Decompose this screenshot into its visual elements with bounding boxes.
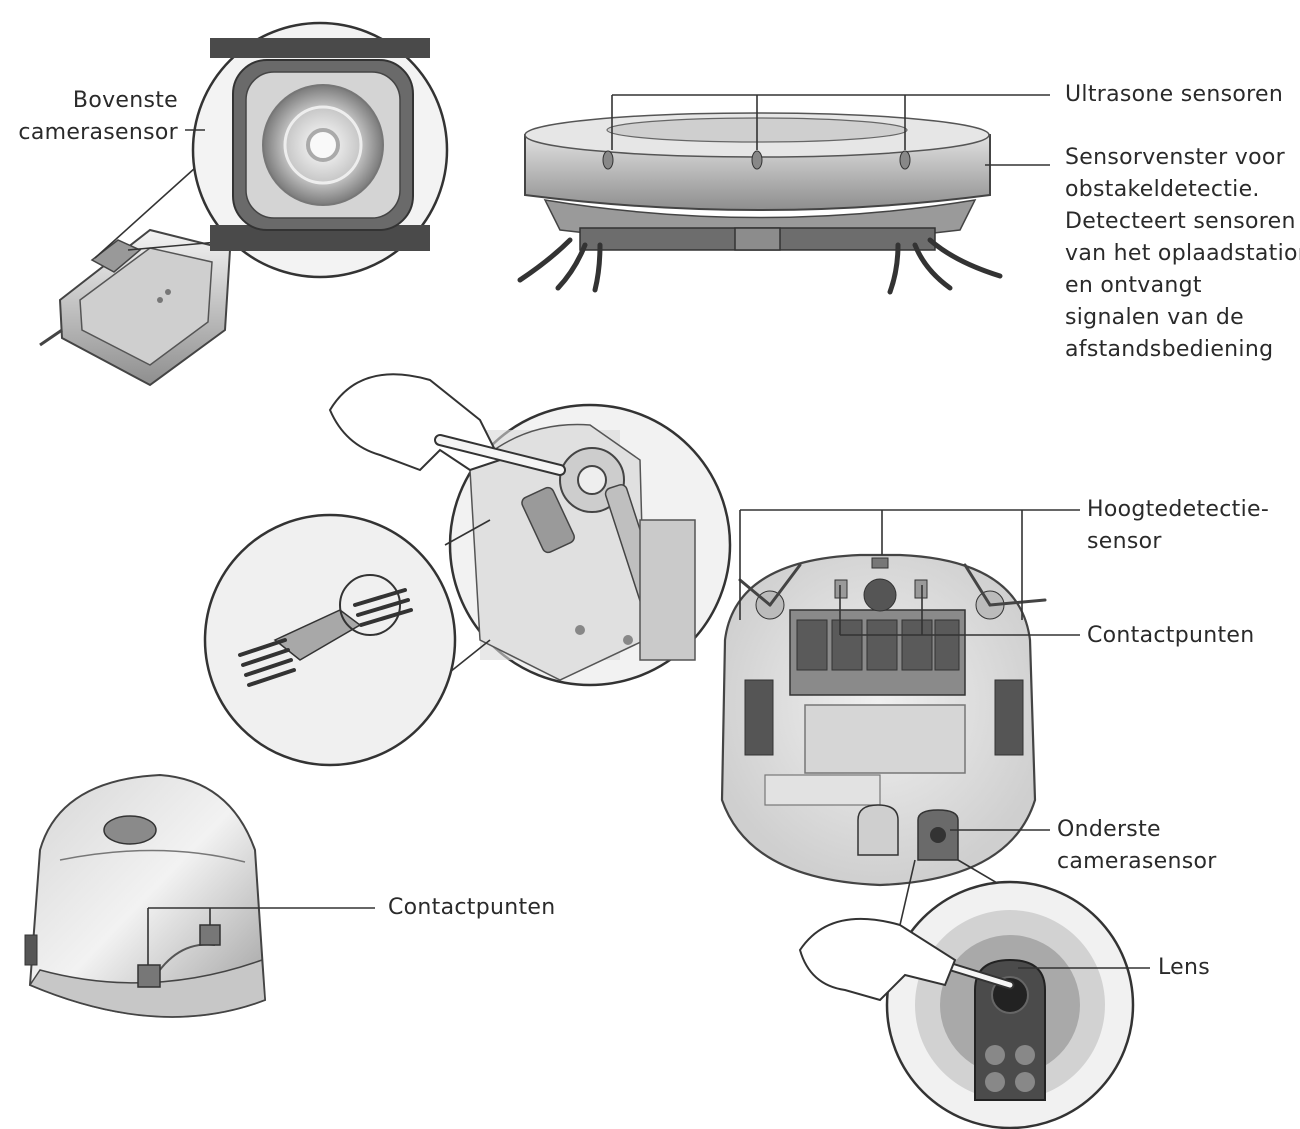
label-bottom-camera-sensor: Onderste camerasensor bbox=[1057, 814, 1217, 878]
cleaning-brush-magnifier-icon bbox=[203, 513, 491, 767]
station-leader-lines bbox=[147, 907, 375, 965]
label-contact-points-robot: Contactpunten bbox=[1087, 620, 1254, 652]
label-line: signalen van de bbox=[1065, 305, 1244, 330]
label-line: Ultrasone sensoren bbox=[1065, 82, 1284, 107]
hand-icon bbox=[798, 917, 957, 1002]
label-sensor-window: Sensorvenster voor obstakeldetectie. Det… bbox=[1065, 142, 1300, 366]
charging-station-icon bbox=[24, 773, 267, 1018]
lens-magnifier-icon bbox=[885, 859, 1135, 1129]
side-brush-magnifier-icon bbox=[448, 403, 732, 687]
label-line: Lens bbox=[1158, 955, 1211, 980]
label-line: sensor bbox=[1087, 529, 1162, 554]
robot-bottom-view bbox=[720, 553, 1047, 887]
label-line: Detecteert sensoren bbox=[1065, 209, 1296, 234]
label-line: afstandsbediening bbox=[1065, 337, 1274, 362]
label-height-detection-sensor: Hoogtedetectie- sensor bbox=[1087, 494, 1269, 558]
label-line: obstakeldetectie. bbox=[1065, 177, 1260, 202]
label-line: Sensorvenster voor bbox=[1065, 145, 1285, 170]
label-line: Contactpunten bbox=[388, 895, 556, 920]
label-line: camerasensor bbox=[18, 120, 178, 145]
label-top-camera-sensor: Bovenste camerasensor bbox=[0, 85, 178, 149]
label-lens: Lens bbox=[1158, 952, 1210, 984]
label-line: camerasensor bbox=[1057, 849, 1217, 874]
label-line: van het oplaadstation bbox=[1065, 241, 1300, 266]
robot-side-view bbox=[517, 112, 1003, 295]
label-line: en ontvangt bbox=[1065, 273, 1202, 298]
label-line: Contactpunten bbox=[1087, 623, 1255, 648]
label-line: Onderste bbox=[1057, 817, 1161, 842]
label-line: Hoogtedetectie- bbox=[1087, 497, 1270, 522]
top-camera-magnifier-icon bbox=[94, 21, 449, 279]
bottom-leader-lines bbox=[739, 509, 1080, 831]
label-contact-points-station: Contactpunten bbox=[388, 892, 555, 924]
robot-top-view bbox=[39, 228, 232, 387]
ultrasonic-leader-lines bbox=[611, 94, 1050, 166]
label-line: Bovenste bbox=[72, 88, 178, 113]
hand-icon bbox=[328, 373, 566, 476]
label-ultrasonic-sensors: Ultrasone sensoren bbox=[1065, 79, 1283, 111]
